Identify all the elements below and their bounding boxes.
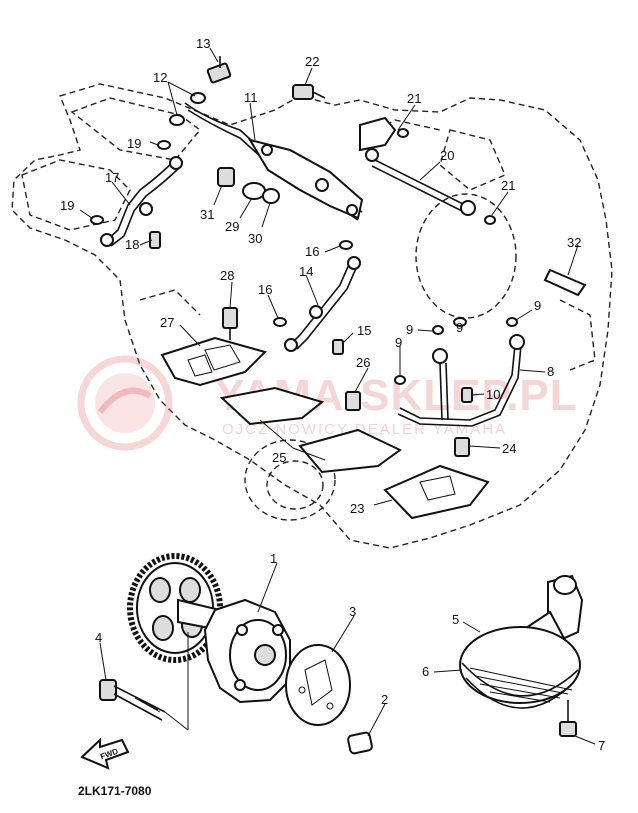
callout-9b: 9	[534, 298, 541, 313]
callout-25: 25	[272, 450, 286, 465]
callout-29: 29	[225, 219, 239, 234]
callout-19b: 19	[60, 198, 74, 213]
callout-14: 14	[299, 264, 313, 279]
callout-9a: 9	[406, 322, 413, 337]
callout-1: 1	[270, 551, 277, 566]
callout-22: 22	[305, 54, 319, 69]
callout-15: 15	[357, 323, 371, 338]
callout-26: 26	[356, 355, 370, 370]
callout-11: 11	[244, 90, 258, 105]
callout-7: 7	[598, 738, 605, 753]
callout-28: 28	[220, 268, 234, 283]
callout-3: 3	[349, 604, 356, 619]
callout-32: 32	[567, 235, 581, 250]
oil-strainer-assembly	[459, 574, 584, 737]
callout-5: 5	[452, 612, 459, 627]
callout-13: 13	[196, 36, 210, 51]
callout-24: 24	[502, 441, 516, 456]
callout-8: 8	[547, 364, 554, 379]
callout-12: 12	[153, 70, 167, 85]
callout-19a: 19	[127, 136, 141, 151]
callout-10: 10	[486, 387, 500, 402]
callout-27: 27	[160, 315, 174, 330]
callout-16b: 16	[258, 282, 272, 297]
leader-lines	[79, 47, 596, 745]
callout-21b: 21	[501, 178, 515, 193]
upper-oil-line-parts	[90, 56, 587, 355]
callout-2: 2	[381, 692, 388, 707]
part-callouts: 1 2 3 4 5 6 7 8 9 9 9 9 10 11 12 13 14 1…	[60, 36, 605, 753]
callout-23: 23	[350, 501, 364, 516]
baffle-plates	[160, 307, 525, 520]
callout-30: 30	[248, 231, 262, 246]
callout-9d: 9	[456, 320, 463, 335]
forward-arrow: FWD	[80, 737, 130, 770]
callout-4: 4	[95, 630, 102, 645]
callout-18: 18	[125, 237, 139, 252]
callout-16a: 16	[305, 244, 319, 259]
callout-6: 6	[422, 664, 429, 679]
callout-20: 20	[440, 148, 454, 163]
callout-9c: 9	[395, 335, 402, 350]
watermark: YAMA-SKLEP.PL OJCZ NOWICY DEALER YAMAHA	[77, 355, 577, 451]
oil-pump-assembly	[99, 553, 373, 755]
engine-case-outline	[11, 83, 613, 549]
drawing-code: 2LK171-7080	[78, 784, 152, 798]
callout-21a: 21	[407, 91, 421, 106]
callout-17: 17	[105, 170, 119, 185]
callout-31: 31	[200, 207, 214, 222]
